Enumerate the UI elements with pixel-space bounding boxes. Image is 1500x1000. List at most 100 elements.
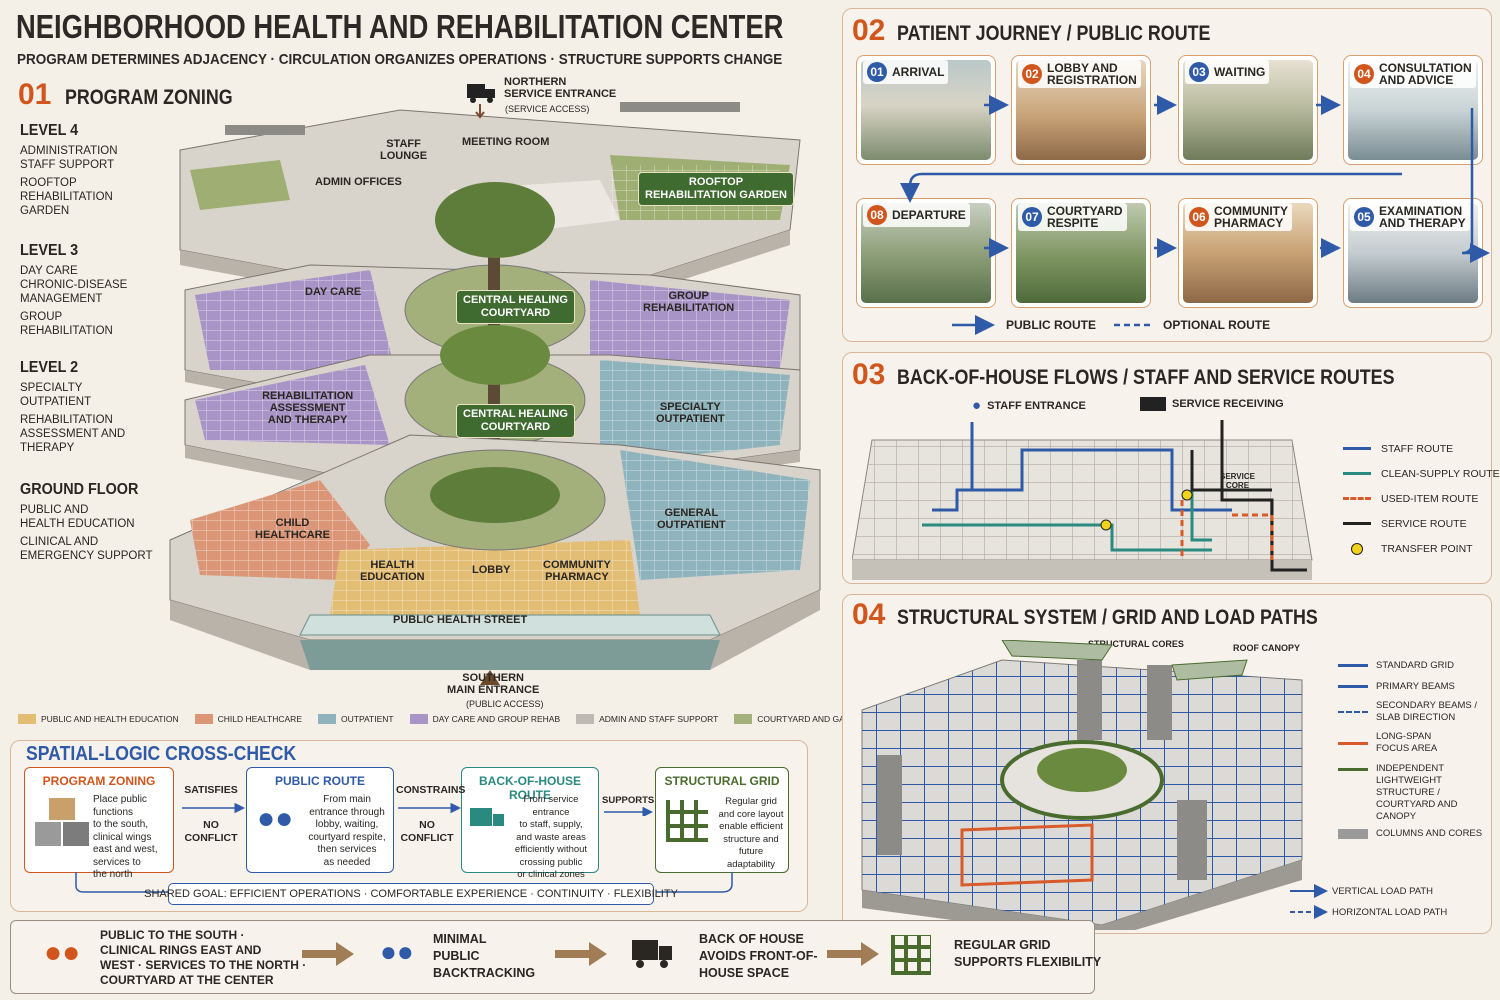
zoning-legend: PUBLIC AND HEALTH EDUCATION CHILD HEALTH… [18, 713, 869, 725]
courtyard-tag-upper: CENTRAL HEALING COURTYARD [456, 290, 575, 324]
legend-item: PRIMARY BEAMS [1338, 676, 1482, 697]
level-name: LEVEL 2 [20, 359, 79, 376]
exploded-axonometric [169, 102, 821, 685]
section-04-header: 04 STRUCTURAL SYSTEM / GRID AND LOAD PAT… [852, 598, 1392, 632]
cross-box-boh-route: BACK-OF-HOUSE ROUTE From service entranc… [461, 767, 599, 880]
group-rehab-label: GROUP REHABILITATION [643, 290, 735, 314]
page-title: NEIGHBORHOOD HEALTH AND REHABILITATION C… [16, 8, 784, 45]
box-title: PROGRAM ZONING [42, 774, 156, 788]
link-verb: CONSTRAINS [396, 784, 466, 796]
cross-box-public-route: PUBLIC ROUTE ●● From main entrance throu… [246, 767, 394, 873]
step-badge: 07 [1022, 207, 1042, 227]
box-text: Place public functions to the south, cli… [93, 794, 158, 880]
people-icon: ●● [44, 936, 81, 969]
truck-icon [632, 940, 674, 968]
structure-legend: STANDARD GRID PRIMARY BEAMS SECONDARY BE… [1338, 655, 1482, 844]
legend-public-route: PUBLIC ROUTE [1006, 318, 1096, 332]
level-item: PUBLIC AND HEALTH EDUCATION [20, 504, 135, 530]
general-outpatient-label: GENERAL OUTPATIENT [657, 507, 726, 531]
legend-optional-route: OPTIONAL ROUTE [1163, 318, 1271, 332]
level-name: GROUND FLOOR [20, 481, 139, 498]
legend-line [1338, 768, 1368, 771]
structure-axon [861, 640, 1303, 930]
service-core-label: SERVICE CORE [1220, 472, 1255, 490]
legend-line [1338, 711, 1368, 713]
north-entrance-sub: (SERVICE ACCESS) [505, 104, 590, 114]
step-label: LOBBY AND REGISTRATION [1047, 61, 1137, 87]
legend-item: CLEAN-SUPPLY ROUTE [1343, 461, 1500, 486]
legend-swatch [409, 714, 428, 724]
page-subtitle: PROGRAM DETERMINES ADJACENCY · CIRCULATI… [17, 51, 783, 68]
people-icon: ●● [257, 802, 294, 835]
cross-box-structural-grid: STRUCTURAL GRID Regular grid and core la… [655, 767, 789, 873]
courtyard-tag-lower: CENTRAL HEALING COURTYARD [456, 404, 575, 438]
step-badge: 06 [1189, 207, 1209, 227]
box-text: From main entrance through lobby, waitin… [308, 794, 386, 868]
day-care-label: DAY CARE [305, 286, 362, 298]
step-badge: 02 [1022, 64, 1042, 84]
arrow-icon [555, 942, 607, 966]
person-icon: ● [972, 397, 982, 414]
transfer-point-icon [1351, 542, 1363, 555]
box-title: BACK-OF-HOUSE ROUTE [479, 774, 581, 802]
link-result: NO CONFLICT [184, 819, 238, 844]
summary-text: PUBLIC TO THE SOUTH · CLINICAL RINGS EAS… [100, 928, 307, 987]
section-title: PATIENT JOURNEY / PUBLIC ROUTE [897, 22, 1211, 45]
people-icon: ●● [380, 936, 414, 967]
summary-text: MINIMAL PUBLIC BACKTRACKING [433, 932, 536, 980]
legend-item: LONG-SPAN FOCUS AREA [1338, 727, 1482, 759]
level-name: LEVEL 3 [20, 242, 79, 259]
level-2-list: LEVEL 2 SPECIALTY OUTPATIENT REHABILITAT… [20, 359, 170, 459]
staff-entrance-marker: ● STAFF ENTRANCE [972, 397, 1086, 414]
section-title: PROGRAM ZONING [65, 86, 233, 109]
step-label: COMMUNITY PHARMACY [1214, 204, 1288, 230]
ground-floor-list: GROUND FLOOR PUBLIC AND HEALTH EDUCATION… [20, 481, 170, 567]
grid-icon [891, 935, 931, 975]
truck-icon [1140, 397, 1166, 411]
step-label: COURTYARD RESPITE [1047, 204, 1123, 230]
level-item: REHABILITATION ASSESSMENT AND THERAPY [20, 414, 126, 454]
section-number: 01 [18, 78, 52, 111]
child-healthcare-label: CHILD HEALTHCARE [255, 517, 330, 541]
rooftop-garden-tag: ROOFTOP REHABILITATION GARDEN [638, 172, 794, 206]
step-badge: 05 [1354, 207, 1374, 227]
boxes-icon [35, 798, 89, 852]
legend-item: SERVICE ROUTE [1343, 511, 1500, 536]
legend-item: OUTPATIENT [318, 713, 394, 725]
legend-line [1343, 447, 1371, 450]
north-entrance-label: NORTHERN SERVICE ENTRANCE [504, 76, 617, 100]
legend-swatch [1338, 828, 1368, 839]
south-entrance-sub: (PUBLIC ACCESS) [466, 699, 544, 709]
level-item: GROUP REHABILITATION [20, 311, 113, 337]
roof-canopy-label: ROOF CANOPY [1233, 643, 1301, 653]
admin-offices-label: ADMIN OFFICES [315, 176, 402, 188]
box-title: STRUCTURAL GRID [664, 774, 780, 788]
legend-line [1338, 664, 1368, 667]
legend-item: INDEPENDENT LIGHTWEIGHT STRUCTURE / COUR… [1338, 759, 1482, 823]
level-item: ROOFTOP REHABILITATION GARDEN [20, 177, 113, 217]
section-number: 04 [852, 598, 886, 631]
cross-box-program-zoning: PROGRAM ZONING Place public functions to… [24, 767, 174, 880]
legend-item: DAY CARE AND GROUP REHAB [409, 713, 560, 725]
level-3-list: LEVEL 3 DAY CARE CHRONIC-DISEASE MANAGEM… [20, 242, 170, 342]
section-number: 03 [852, 358, 886, 391]
box-text: From service entrance to staff, supply, … [514, 794, 588, 880]
legend-item: USED-ITEM ROUTE [1343, 486, 1500, 511]
step-badge: 04 [1354, 64, 1374, 84]
section-title: BACK-OF-HOUSE FLOWS / STAFF AND SERVICE … [897, 366, 1395, 389]
south-entrance-arrow [480, 670, 500, 685]
service-receiving-marker: SERVICE RECEIVING [1140, 397, 1284, 411]
legend-swatch [194, 714, 213, 724]
step-badge: 08 [867, 205, 887, 225]
journey-arrows [900, 95, 1490, 335]
boh-legend: STAFF ROUTE CLEAN-SUPPLY ROUTE USED-ITEM… [1343, 436, 1500, 561]
public-street-label: PUBLIC HEALTH STREET [393, 614, 528, 626]
section-number: 02 [852, 14, 886, 47]
arrow-icon [302, 942, 354, 966]
shared-goal-box: SHARED GOAL: EFFICIENT OPERATIONS · COMF… [144, 883, 678, 905]
